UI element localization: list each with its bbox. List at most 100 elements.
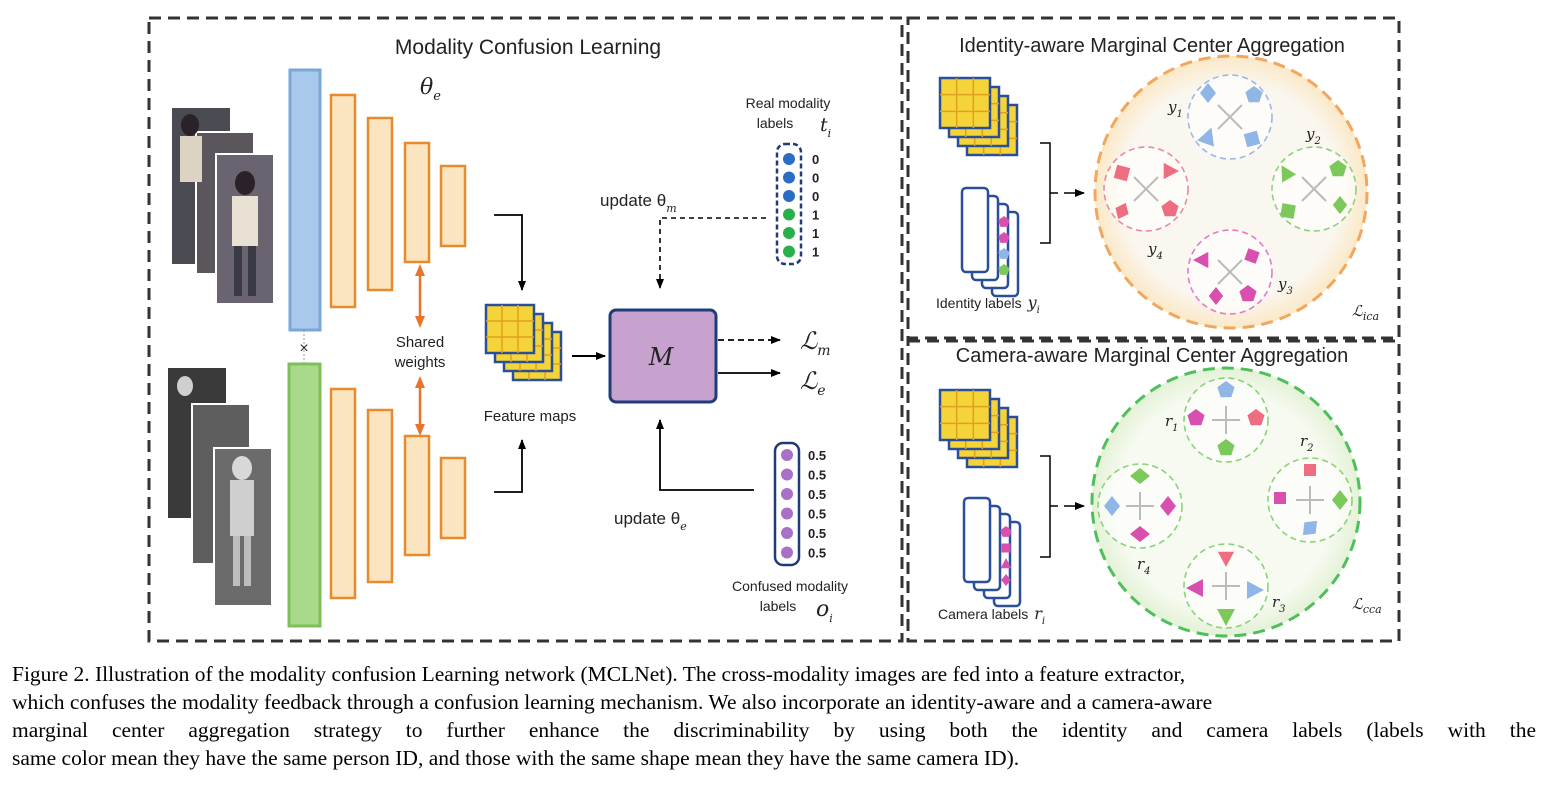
update-theta-e-arrow — [656, 419, 754, 491]
real-labels-var: ti — [820, 114, 831, 140]
pentagon-marker — [1239, 285, 1257, 302]
confused-labels-column — [773, 441, 801, 567]
square-marker — [1304, 464, 1316, 476]
top-encoder-layers — [329, 93, 467, 309]
triangle-marker — [1281, 165, 1297, 183]
camera-cluster-2 — [1267, 457, 1353, 543]
identity-panel-border — [906, 16, 1401, 340]
triangle-marker — [1217, 609, 1235, 626]
diamond-marker — [1332, 490, 1348, 510]
identity-cluster-3 — [1187, 229, 1273, 315]
theta-e-label: θe — [420, 75, 441, 104]
identity-panel-title: Identity-aware Marginal Center Aggregati… — [959, 35, 1345, 57]
pentagon-marker — [998, 264, 1010, 275]
diamond-marker — [1130, 526, 1150, 542]
triangle-marker — [1217, 551, 1235, 567]
confused-label-value: 0.5 — [808, 546, 826, 561]
left-panel-border — [147, 16, 904, 643]
pentagon-marker — [1217, 381, 1235, 398]
triangle-marker — [1186, 579, 1203, 597]
camera-panel-title: Camera-aware Marginal Center Aggregation — [956, 345, 1348, 367]
real-label-dot — [783, 245, 795, 258]
bottom-to-feature-arrow — [494, 439, 526, 493]
square-marker — [1274, 492, 1286, 504]
pentagon-marker — [998, 248, 1010, 259]
camera-label-cards — [962, 496, 1022, 608]
triangle-marker — [1163, 162, 1179, 180]
confused-label-dot — [781, 468, 793, 481]
diamond-marker — [1200, 83, 1216, 103]
real-label-value: 1 — [812, 208, 819, 223]
feature-maps-label: Feature maps — [484, 408, 577, 425]
confusion-module — [608, 308, 718, 404]
confused-label-dot — [781, 488, 793, 500]
confused-label-value: 0.5 — [808, 507, 826, 522]
module-label: M — [648, 343, 675, 371]
confused-label-value: 0.5 — [808, 448, 826, 463]
real-labels-column — [775, 142, 803, 266]
square-marker — [1113, 164, 1131, 182]
caption-line: marginal center aggregation strategy to … — [12, 718, 1536, 742]
identity-cluster-1 — [1187, 74, 1273, 160]
cluster-label: r1 — [1165, 412, 1179, 434]
confused-label-value: 0.5 — [808, 526, 826, 541]
cluster-label: r3 — [1272, 593, 1286, 615]
camera-label-card — [962, 496, 992, 584]
triangle-marker — [1197, 127, 1215, 147]
square-marker — [1280, 203, 1296, 219]
triangle-marker — [1193, 251, 1209, 269]
real-label-value: 1 — [812, 226, 819, 241]
diamond-marker — [1001, 574, 1011, 586]
identity-cluster-2 — [1271, 146, 1357, 232]
real-label-value: 0 — [812, 171, 819, 186]
real-label-dot — [783, 227, 795, 239]
figure-diagram: Modality Confusion Learning × — [147, 16, 1401, 643]
cluster-label: y2 — [1305, 125, 1321, 147]
camera-outer-ring — [1090, 366, 1362, 638]
caption-line: Figure 2. Illustration of the modality c… — [12, 662, 1186, 686]
diamond-marker — [1160, 496, 1176, 516]
feature-maps-stack — [484, 303, 563, 382]
diamond-marker — [1332, 196, 1348, 214]
figure-caption: Figure 2. Illustration of the modality c… — [12, 660, 1536, 772]
identity-loss-label: ℒica — [1352, 302, 1379, 323]
loss-e-label: ℒe — [800, 367, 826, 399]
real-label-value: 0 — [812, 189, 819, 204]
left-panel-title: Modality Confusion Learning — [395, 36, 661, 59]
real-label-value: 1 — [812, 245, 819, 260]
visible-images — [172, 108, 275, 305]
identity-label-cards — [960, 186, 1020, 298]
diamond-marker — [1115, 202, 1129, 220]
confused-label-dot — [781, 449, 793, 461]
update-theta-m-arrow — [656, 217, 766, 289]
pentagon-marker — [1000, 526, 1012, 537]
caption-line: which confuses the modality feedback thr… — [12, 690, 1213, 714]
real-label-dot — [783, 153, 795, 165]
infrared-images — [168, 368, 273, 607]
pentagon-marker — [1247, 409, 1265, 426]
confused-label-value: 0.5 — [808, 468, 826, 483]
confused-label-dot — [781, 507, 793, 520]
identity-outer-ring — [1093, 54, 1369, 330]
camera-bracket — [1040, 455, 1058, 558]
square-marker — [1001, 543, 1011, 553]
camera-panel-border — [906, 339, 1401, 643]
update-theta-m-label: update θm — [600, 191, 677, 215]
confused-label-dots: 0.50.50.50.50.50.5 — [781, 448, 826, 561]
visible-backbone-bar — [288, 68, 322, 332]
pentagon-marker — [1161, 200, 1179, 217]
infrared-backbone-bar — [287, 362, 322, 628]
camera-cluster-3 — [1183, 543, 1269, 629]
caption-line: same color mean they have the same perso… — [12, 746, 1020, 770]
triangle-marker — [1247, 581, 1264, 599]
bottom-encoder-layers — [329, 387, 467, 600]
square-marker — [1243, 130, 1261, 148]
real-label-dot — [783, 171, 795, 184]
camera-cluster-1 — [1183, 377, 1269, 463]
loss-m-label: ℒm — [800, 327, 831, 359]
square-marker — [1244, 248, 1260, 264]
